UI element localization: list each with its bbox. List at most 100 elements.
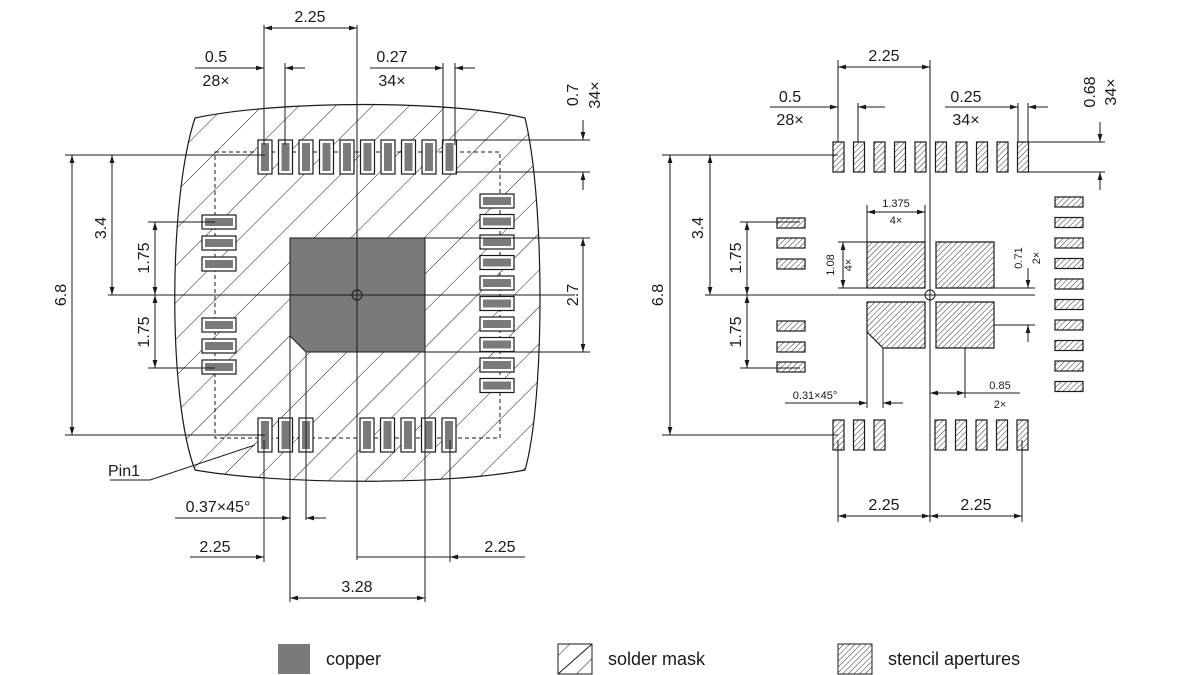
pad-top-copper [281, 143, 290, 171]
r-dim-aperture-pitch-count: 2× [994, 399, 1007, 411]
dim-chamfer: 0.37×45° [186, 499, 251, 516]
pad-top-copper [425, 143, 433, 171]
left-view: 2.25 0.5 28× 0.27 34× 0.7 34× 3.4 6.8 1.… [53, 9, 604, 602]
r-dim-bottom-right: 2.25 [960, 497, 991, 514]
aperture-right [1054, 257, 1084, 270]
aperture-top [1016, 141, 1030, 173]
aperture-right [1054, 319, 1084, 331]
legend-copper-swatch [278, 644, 310, 674]
aperture-right [1054, 216, 1084, 229]
pin1-label: Pin1 [108, 463, 140, 480]
pad-top-copper [445, 143, 454, 171]
aperture-bottom [873, 419, 886, 451]
pad-right-copper [483, 381, 511, 390]
pad-left-copper [205, 342, 233, 350]
right-dimension-lines [662, 60, 1105, 522]
r-dim-top-pitch: 0.5 [779, 89, 801, 106]
r-dim-aperture-width: 1.375 [882, 198, 910, 210]
aperture-right [1054, 360, 1084, 372]
legend-stencil-swatch [837, 643, 873, 675]
legend-stencil-label: stencil apertures [888, 649, 1020, 669]
r-dim-top-width-count: 34× [952, 112, 979, 129]
r-dim-half-height: 3.4 [690, 217, 707, 239]
aperture-bottom [934, 419, 947, 451]
aperture-top [852, 141, 866, 173]
legend-solder-mask-label: solder mask [608, 649, 706, 669]
dim-thermal-width: 3.28 [341, 579, 372, 596]
aperture-left [776, 258, 806, 270]
dim-upper-group: 1.75 [136, 242, 153, 273]
dim-bottom-right: 2.25 [484, 539, 515, 556]
aperture-right [1054, 196, 1084, 208]
dim-top-pitch: 0.5 [205, 49, 227, 66]
legend: copper solder mask stencil apertures [278, 643, 1020, 675]
r-dim-aperture-height-count: 4× [843, 259, 855, 272]
pad-right-copper [483, 361, 511, 369]
pad-right-copper [483, 238, 511, 246]
dim-top-span: 2.25 [294, 9, 325, 26]
r-dim-top-span: 2.25 [868, 48, 899, 65]
aperture-right [1054, 237, 1084, 249]
r-dim-aperture-height: 1.08 [825, 254, 837, 275]
aperture-top [873, 141, 886, 173]
dim-full-height: 6.8 [53, 284, 70, 306]
dim-pad-length: 0.7 [565, 84, 582, 106]
aperture-top [832, 141, 845, 173]
pad-bottom-copper [281, 421, 290, 449]
r-dim-top-width: 0.25 [950, 89, 981, 106]
pad-bottom-copper [424, 421, 433, 449]
aperture-bottom [975, 419, 988, 451]
pad-top-copper [343, 143, 351, 171]
aperture-right [1054, 278, 1084, 290]
pad-right-copper [483, 299, 511, 308]
pad-bottom-copper [383, 421, 392, 449]
aperture-right [1054, 339, 1084, 352]
dim-top-pitch-count: 28× [202, 73, 229, 90]
dim-pad-length-count: 34× [587, 81, 604, 108]
pad-right-copper [483, 258, 511, 267]
left-dimension-lines [65, 25, 590, 602]
aperture-top [996, 141, 1009, 173]
r-dim-top-pitch-count: 28× [776, 112, 803, 129]
pad-right-copper [483, 340, 511, 349]
dim-thermal-height: 2.7 [565, 284, 582, 306]
aperture-top [975, 141, 989, 173]
aperture-top [893, 141, 907, 173]
aperture-left [776, 217, 806, 229]
legend-copper-label: copper [326, 649, 381, 669]
pad-top-copper [322, 143, 331, 171]
pad-left-copper [205, 239, 233, 247]
pad-bottom-copper [445, 421, 453, 449]
aperture-left [776, 320, 806, 332]
pad-top-copper [261, 143, 269, 171]
r-dim-aperture-pitch: 0.85 [989, 380, 1010, 392]
pad-right-copper [483, 197, 511, 205]
r-dim-full-height: 6.8 [650, 284, 667, 306]
r-dim-lower-group: 1.75 [728, 316, 745, 347]
pad-left-copper [205, 363, 233, 371]
pad-right-copper [483, 320, 511, 328]
pad-bottom-copper [404, 421, 412, 449]
pad-top-copper [404, 143, 413, 171]
aperture-left [776, 237, 806, 249]
pad-bottom-copper [363, 421, 371, 449]
dim-top-width-count: 34× [378, 73, 405, 90]
aperture-bottom [995, 419, 1009, 451]
dim-bottom-left: 2.25 [199, 539, 230, 556]
aperture-top [934, 141, 948, 173]
pad-top-copper [363, 143, 372, 171]
r-dim-upper-group: 1.75 [728, 242, 745, 273]
right-view: 2.25 0.5 28× 0.25 34× 0.68 34× 3.4 6.8 1… [650, 48, 1120, 522]
dim-lower-group: 1.75 [136, 316, 153, 347]
pad-left-copper [205, 218, 233, 226]
aperture-right [1054, 298, 1084, 311]
thermal-apertures [866, 241, 995, 349]
aperture-right [1054, 380, 1084, 393]
dim-half-height: 3.4 [93, 217, 110, 239]
r-dim-bottom-left: 2.25 [868, 497, 899, 514]
pad-left-copper [205, 321, 233, 329]
r-dim-aperture-gap: 0.71 [1013, 247, 1025, 268]
r-dim-pad-length: 0.68 [1082, 76, 1099, 107]
pad-top-copper [384, 143, 392, 171]
